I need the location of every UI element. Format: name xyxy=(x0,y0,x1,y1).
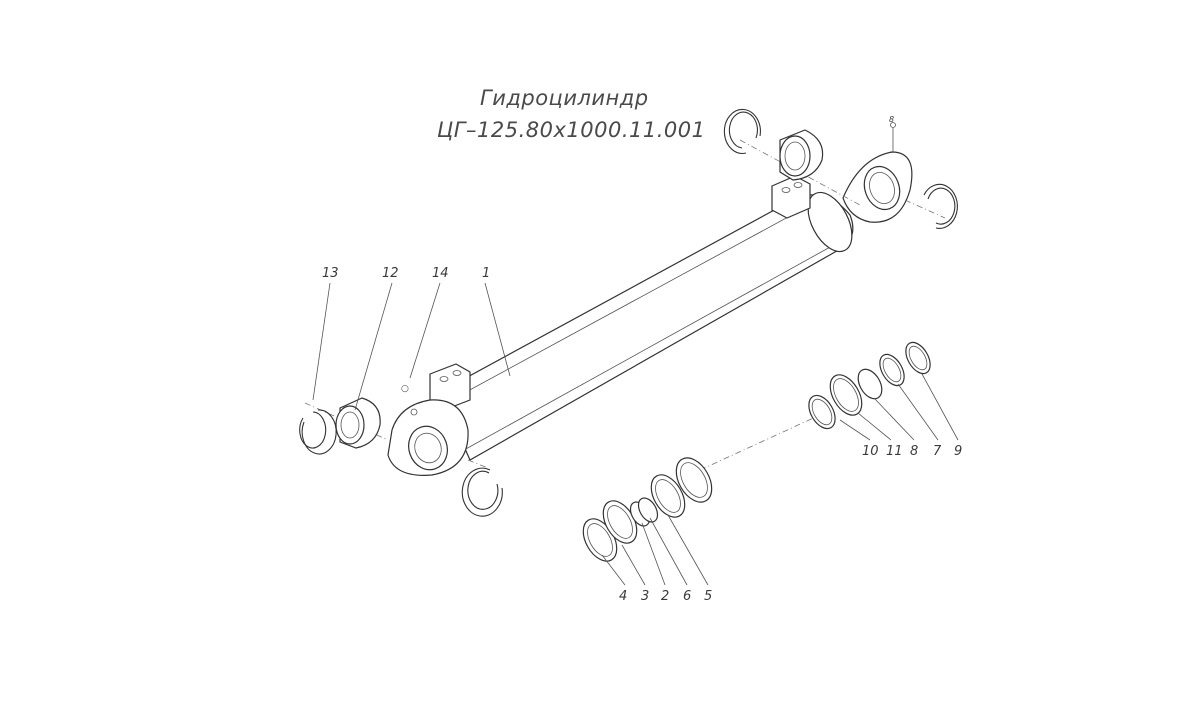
callout-14-grease-nipple-marker: ○ xyxy=(401,384,409,394)
drawing-part-number: ЦГ–125.80х1000.11.001 xyxy=(437,118,706,142)
cylinder-body xyxy=(387,122,913,476)
retaining-ring-top-left xyxy=(723,108,761,154)
callout-9: 9 xyxy=(954,444,962,459)
callout-14: 14 xyxy=(432,266,449,281)
retaining-ring-top-right xyxy=(923,183,958,229)
part-12-bushing xyxy=(335,397,381,449)
callout-1: 1 xyxy=(482,266,490,281)
callout-4: 4 xyxy=(619,589,627,604)
callout-8-grease-nipple: 8 xyxy=(889,115,894,124)
drawing-title: Гидроцилиндр xyxy=(480,86,649,110)
part-13-retaining-ring xyxy=(299,409,337,455)
callout-2: 2 xyxy=(661,589,669,604)
callout-8: 8 xyxy=(910,444,918,459)
rod-seal-set xyxy=(808,341,931,430)
piston-seal-set xyxy=(582,457,713,562)
callout-13: 13 xyxy=(322,266,339,281)
bushing-top xyxy=(779,129,824,181)
callout-labels: 13 12 14 1 4 3 2 6 5 10 11 8 7 9 8 ○ xyxy=(322,115,962,604)
retaining-ring-lower xyxy=(461,467,503,517)
leader-lines xyxy=(312,282,959,586)
callout-10: 10 xyxy=(862,444,879,459)
callout-5: 5 xyxy=(704,589,712,604)
callout-3: 3 xyxy=(641,589,649,604)
callout-12: 12 xyxy=(382,266,399,281)
callout-6: 6 xyxy=(683,589,691,604)
callout-11: 11 xyxy=(886,444,903,459)
callout-7: 7 xyxy=(933,444,942,459)
